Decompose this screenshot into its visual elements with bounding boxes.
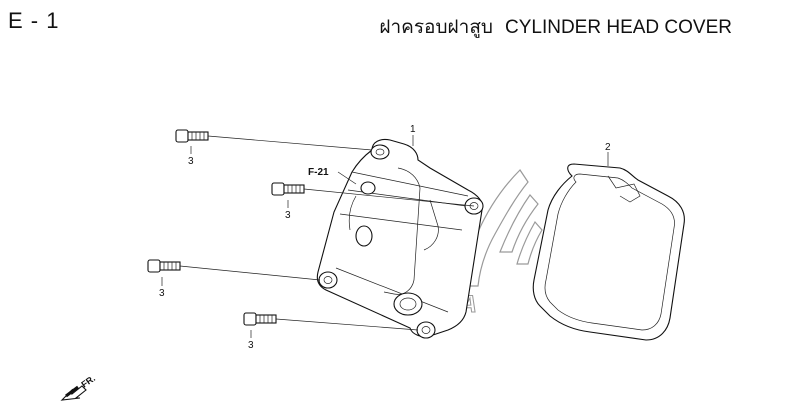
front-direction-indicator: FR.	[60, 373, 97, 401]
page-title: ฝาครอบฝาสูบ CYLINDER HEAD COVER	[379, 12, 732, 42]
flange-bolt-b	[271, 182, 305, 196]
callout-3-bolt-c: 3	[159, 288, 165, 299]
callout-3-bolt-a: 3	[188, 156, 194, 167]
head-cover-gasket	[532, 163, 685, 341]
flange-bolt-d	[243, 312, 277, 326]
callout-3-bolt-b: 3	[285, 210, 291, 221]
bolt-b-leader	[303, 188, 475, 207]
bolt-a-leader	[207, 135, 373, 151]
callout-3-bolt-d: 3	[248, 340, 254, 351]
page-code: E - 1	[8, 8, 60, 33]
callout-2-gasket: 2	[605, 142, 611, 153]
reference-label-f21: F-21	[308, 167, 329, 178]
page-title-thai: ฝาครอบฝาสูบ	[379, 16, 493, 38]
bolt-c-leader	[179, 265, 321, 281]
flange-bolt-a	[175, 129, 209, 143]
front-arrow-icon	[60, 385, 87, 401]
cylinder-head-cover	[316, 138, 484, 339]
page-title-english: CYLINDER HEAD COVER	[505, 17, 732, 38]
callout-1-cover: 1	[410, 124, 416, 135]
honda-wing-logo	[465, 169, 543, 287]
flange-bolt-c	[147, 259, 181, 273]
bolt-d-leader	[275, 318, 419, 331]
